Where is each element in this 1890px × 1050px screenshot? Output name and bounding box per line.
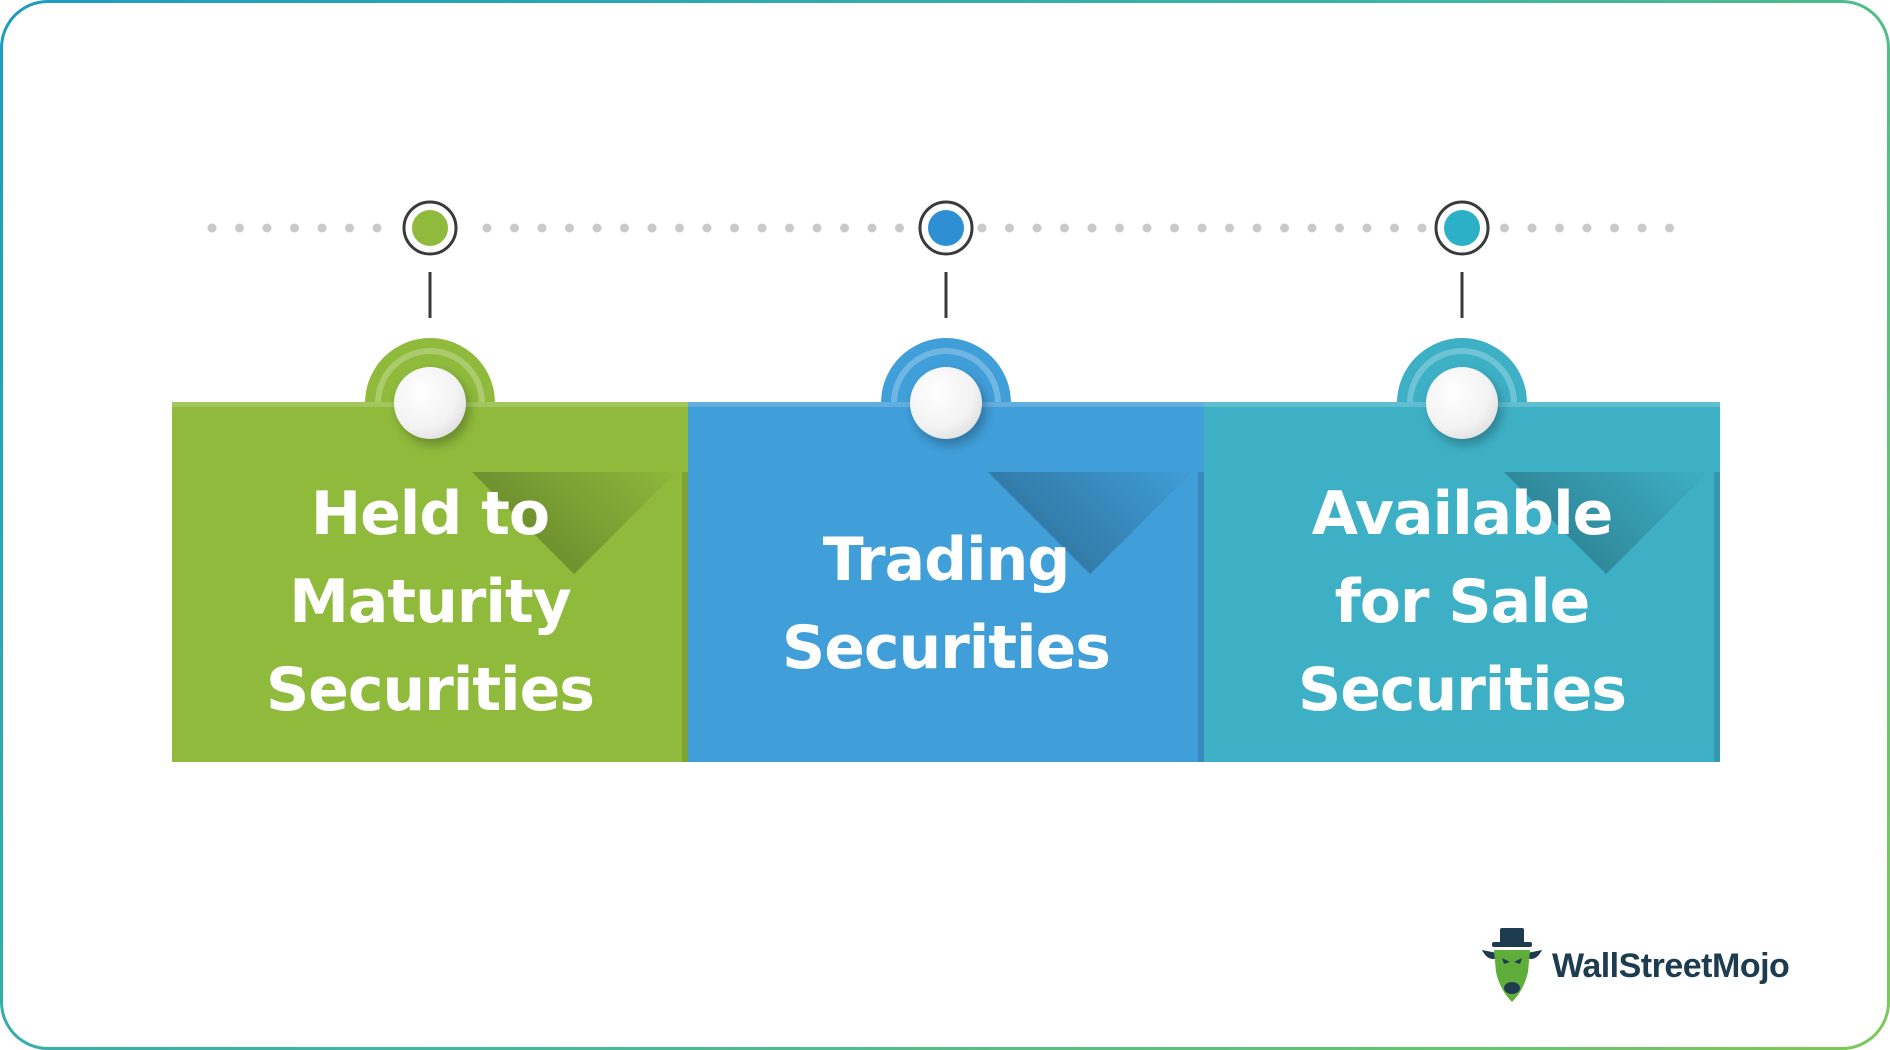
timeline-dot (1582, 223, 1592, 233)
timeline-dot (702, 223, 712, 233)
timeline-dot (647, 223, 657, 233)
timeline-dot (1060, 223, 1069, 233)
timeline-dot (262, 223, 272, 233)
card-label-available-for-sale: Available for Sale Securities (1298, 479, 1627, 725)
card-label-held-to-maturity: Held to Maturity Securities (266, 479, 595, 725)
timeline-dot (620, 223, 629, 233)
timeline-dot (1500, 223, 1509, 233)
timeline-marker (412, 210, 448, 246)
timeline-dot (1142, 223, 1152, 233)
brand-name: WallStreetMojo (1552, 946, 1790, 985)
timeline-dot (1665, 223, 1674, 233)
timeline-dot (895, 223, 904, 233)
timeline-dot (977, 223, 987, 233)
bull-mascot-icon (1482, 928, 1542, 1002)
timeline-dot (1335, 223, 1344, 233)
timeline-dot (812, 223, 822, 233)
timeline-dot (537, 223, 547, 233)
timeline-dot (840, 223, 849, 233)
timeline-dot (372, 223, 382, 233)
timeline-dot (1252, 223, 1262, 233)
timeline-dot (730, 223, 739, 233)
timeline-dot (1417, 223, 1427, 233)
timeline-dot (757, 223, 767, 233)
timeline-dot (1637, 223, 1647, 233)
timeline-dot (785, 223, 794, 233)
timeline-dot (1005, 223, 1014, 233)
timeline-dot (1390, 223, 1399, 233)
card-label-trading: Trading Securities (782, 525, 1111, 683)
timeline-dot (1362, 223, 1372, 233)
card-edge (1198, 402, 1204, 762)
card-edge (682, 402, 688, 762)
timeline-dot (1610, 223, 1619, 233)
timeline-dot (867, 223, 877, 233)
timeline-dot (482, 223, 492, 233)
timeline-dot (1307, 223, 1317, 233)
pin-ball (394, 367, 466, 439)
timeline-dot (1225, 223, 1234, 233)
card-edge (1714, 402, 1720, 762)
timeline-dot (290, 223, 299, 233)
timeline-dot (1170, 223, 1179, 233)
timeline-dot (317, 223, 327, 233)
timeline-dot (1197, 223, 1207, 233)
timeline-dot (565, 223, 574, 233)
timeline-dot (1555, 223, 1564, 233)
pin-ball (910, 367, 982, 439)
timeline-marker (928, 210, 964, 246)
timeline-dot (207, 223, 217, 233)
timeline-dot (1087, 223, 1097, 233)
timeline-dot (1115, 223, 1124, 233)
timeline-dot (1032, 223, 1042, 233)
timeline-dot (510, 223, 519, 233)
brand-logo: WallStreetMojo (1480, 928, 1790, 1004)
timeline-dot (675, 223, 684, 233)
timeline-dot (345, 223, 354, 233)
timeline-dot (1527, 223, 1537, 233)
pin-ball (1426, 367, 1498, 439)
timeline-marker (1444, 210, 1480, 246)
timeline-dot (235, 223, 244, 233)
timeline-dot (1280, 223, 1289, 233)
timeline-dot (592, 223, 602, 233)
